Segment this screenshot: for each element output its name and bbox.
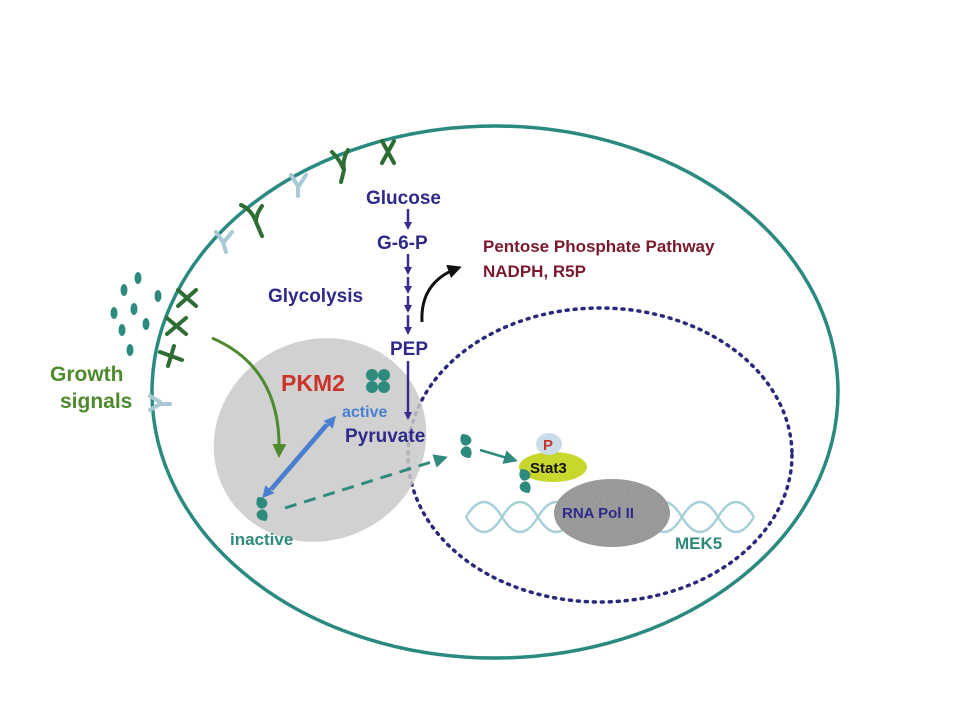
receptor-dark-6	[158, 344, 184, 368]
inactive-label: inactive	[230, 530, 293, 549]
nuclear-pkm2-dimer	[460, 434, 472, 458]
g6p-label: G-6-P	[377, 233, 428, 254]
receptor-light-1	[289, 173, 308, 198]
growth-signals-label-line1: Growth	[50, 363, 124, 386]
mek5-label: MEK5	[675, 534, 722, 553]
ppp-title: Pentose Phosphate Pathway	[483, 237, 715, 256]
receptor-dark-2	[330, 148, 350, 184]
pkm2-label: PKM2	[281, 370, 345, 396]
ppp-branch-arrow	[420, 264, 462, 323]
receptor-light-3	[148, 394, 172, 412]
pyruvate-label: Pyruvate	[345, 426, 425, 447]
phospho-group	[536, 433, 562, 455]
rna-pol-ii-label: RNA Pol II	[562, 505, 634, 522]
glycolysis-label: Glycolysis	[268, 286, 363, 307]
rna-pol-ii-texture	[554, 479, 670, 547]
receptor-dark-1	[380, 139, 396, 165]
stat3-protein	[519, 452, 587, 482]
stat3-label: Stat3	[530, 460, 567, 477]
receptor-light-2	[214, 230, 234, 254]
receptor-dark-3	[239, 203, 264, 238]
receptor-dark-4	[176, 288, 198, 308]
dimer-to-stat3-arrow	[479, 448, 518, 464]
ppp-products: NADPH, R5P	[483, 262, 586, 281]
active-label: active	[342, 404, 387, 421]
glucose-label: Glucose	[366, 188, 441, 209]
phospho-label: P	[543, 437, 553, 454]
membrane-receptors	[148, 139, 396, 412]
growth-signals-label-line2: signals	[60, 390, 132, 413]
growth-signal-arrow	[211, 336, 287, 458]
nuclear-translocation-arrow	[284, 454, 448, 510]
stat3-bound-pkm2-dimer	[519, 469, 531, 493]
cell-membrane	[150, 124, 840, 660]
pep-label: PEP	[390, 339, 428, 360]
activation-arrow	[271, 415, 336, 491]
receptor-dark-5	[165, 316, 188, 336]
inactivation-arrow	[262, 423, 327, 499]
growth-signal-ligands	[110, 272, 162, 356]
